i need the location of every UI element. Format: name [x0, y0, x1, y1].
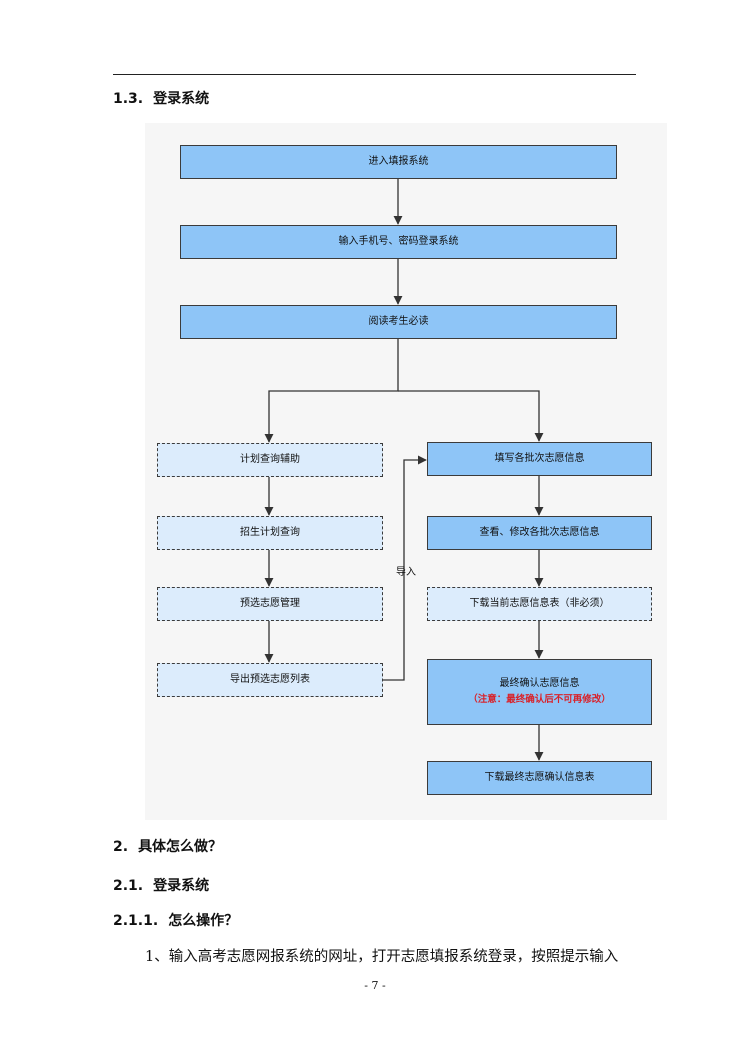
section-number: 2.1. — [113, 878, 144, 894]
final-confirm-warning: （注意：最终确认后不可再修改） — [468, 694, 611, 706]
flow-right-download-final: 下载最终志愿确认信息表 — [427, 761, 652, 795]
flow-right-view-modify: 查看、修改各批次志愿信息 — [427, 516, 652, 550]
import-arrow — [383, 455, 427, 681]
flow-left-plan-assist: 计划查询辅助 — [157, 443, 383, 477]
import-label: 导入 — [396, 567, 416, 578]
page-number: - 7 - — [364, 979, 386, 992]
flow-left-export-list: 导出预选志愿列表 — [157, 663, 383, 697]
flow-right-final-confirm: 最终确认志愿信息 （注意：最终确认后不可再修改） — [427, 659, 652, 725]
section-title: 登录系统 — [153, 878, 210, 894]
section-heading-2-1: 2.1. 登录系统 — [113, 875, 209, 895]
branch-split-line — [264, 338, 399, 443]
flow-left-enrollment-query: 招生计划查询 — [157, 516, 383, 550]
body-paragraph: 1、输入高考志愿网报系统的网址，打开志愿填报系统登录，按照提示输入 — [145, 949, 619, 965]
flow-right-fill-choices: 填写各批次志愿信息 — [427, 442, 652, 476]
flow-step-read-notice: 阅读考生必读 — [180, 305, 617, 339]
flow-right-download-current: 下载当前志愿信息表（非必须） — [427, 587, 652, 621]
flowchart-connectors — [264, 178, 544, 761]
flow-left-preselect-manage: 预选志愿管理 — [157, 587, 383, 621]
flow-step-login: 输入手机号、密码登录系统 — [180, 225, 617, 259]
section-title: 具体怎么做？ — [138, 839, 223, 855]
section-title: 怎么操作？ — [168, 913, 239, 929]
section-heading-2-1-1: 2.1.1. 怎么操作？ — [113, 910, 238, 930]
flowchart-figure: 进入填报系统 输入手机号、密码登录系统 阅读考生必读 计划查询辅助 招生计划查询… — [145, 123, 667, 820]
section-heading-1-3: 1.3. 登录系统 — [113, 88, 209, 108]
branch-split-line-right — [398, 390, 544, 442]
section-title: 登录系统 — [153, 91, 210, 107]
section-heading-2: 2. 具体怎么做？ — [113, 836, 222, 856]
flow-step-enter-system: 进入填报系统 — [180, 145, 617, 179]
section-number: 2. — [113, 839, 129, 855]
header-rule — [113, 74, 636, 75]
section-number: 1.3. — [113, 91, 144, 107]
section-number: 2.1.1. — [113, 913, 159, 929]
